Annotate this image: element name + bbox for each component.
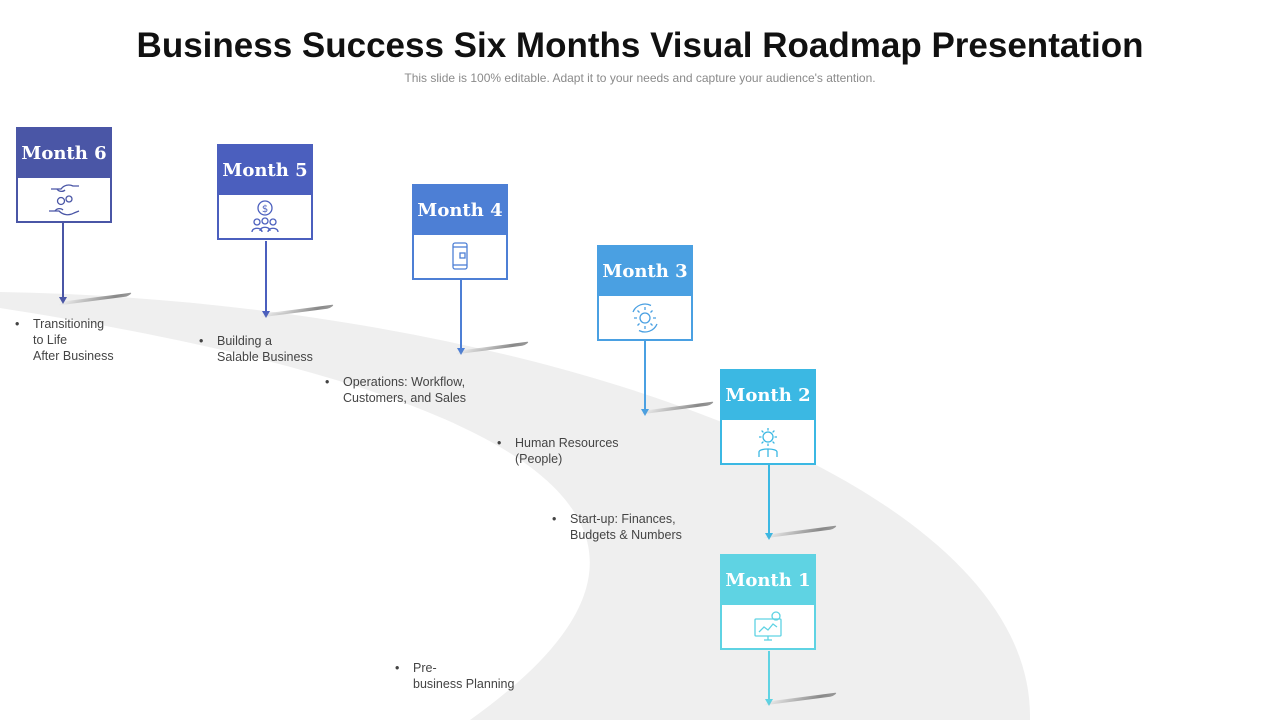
description-line: Transitioning bbox=[33, 317, 105, 331]
milestone-description-month-1: • Pre- business Planning bbox=[395, 660, 515, 692]
description-line: After Business bbox=[33, 349, 114, 363]
dollar-people-icon: $ bbox=[219, 195, 311, 238]
milestone-label: Month 5 bbox=[219, 146, 311, 195]
milestone-description-month-4: • Operations: Workflow, Customers, and S… bbox=[325, 374, 466, 406]
page-title: Business Success Six Months Visual Roadm… bbox=[136, 26, 1144, 65]
milestone-label: Month 3 bbox=[599, 247, 691, 296]
milestone-card-month-3: Month 3 bbox=[597, 245, 693, 341]
bullet-marker: • bbox=[395, 661, 400, 675]
description-line: business Planning bbox=[413, 677, 515, 691]
bullet-marker: • bbox=[325, 375, 330, 389]
milestone-card-month-5: Month 5 $ bbox=[217, 144, 313, 240]
milestone-label: Month 4 bbox=[414, 186, 506, 235]
milestone-description-month-2: • Start-up: Finances, Budgets & Numbers bbox=[552, 511, 682, 543]
milestone-label: Month 2 bbox=[722, 371, 814, 420]
bullet-marker: • bbox=[497, 436, 502, 450]
milestone-description-month-5: • Building a Salable Business bbox=[199, 333, 313, 365]
milestone-card-month-6: Month 6 bbox=[16, 127, 112, 223]
monitor-chart-icon bbox=[722, 605, 814, 648]
milestone-connector bbox=[768, 651, 770, 699]
mobile-phone-icon bbox=[414, 235, 506, 278]
svg-text:$: $ bbox=[262, 204, 268, 215]
description-line: Operations: Workflow, bbox=[343, 375, 466, 389]
milestone-connector bbox=[460, 278, 462, 348]
gear-cycle-icon bbox=[599, 296, 691, 339]
bullet-marker: • bbox=[199, 334, 204, 348]
description-line: to Life bbox=[33, 333, 68, 347]
description-line: Pre- bbox=[413, 661, 437, 675]
description-line: Building a bbox=[217, 334, 272, 348]
milestone-label: Month 1 bbox=[722, 556, 814, 605]
description-line: Human Resources bbox=[515, 436, 619, 450]
milestone-connector bbox=[265, 241, 267, 311]
milestone-connector bbox=[644, 340, 646, 410]
description-line: Start-up: Finances, bbox=[570, 512, 676, 526]
description-line: (People) bbox=[515, 452, 563, 466]
milestone-card-month-1: Month 1 bbox=[720, 554, 816, 650]
hands-gears-icon bbox=[18, 178, 110, 221]
description-line: Salable Business bbox=[217, 350, 313, 364]
milestone-card-month-4: Month 4 bbox=[412, 184, 508, 280]
milestone-connector bbox=[768, 464, 770, 534]
bullet-marker: • bbox=[15, 317, 20, 331]
description-line: Customers, and Sales bbox=[343, 391, 466, 405]
milestone-description-month-3: • Human Resources (People) bbox=[497, 435, 619, 467]
gear-person-icon bbox=[722, 420, 814, 463]
milestone-description-month-6: • Transitioning to Life After Business bbox=[15, 316, 114, 364]
milestone-card-month-2: Month 2 bbox=[720, 369, 816, 465]
milestone-label: Month 6 bbox=[18, 129, 110, 178]
milestone-connector bbox=[62, 223, 64, 297]
page-subtitle: This slide is 100% editable. Adapt it to… bbox=[404, 71, 876, 85]
bullet-marker: • bbox=[552, 512, 557, 526]
description-line: Budgets & Numbers bbox=[570, 528, 682, 542]
